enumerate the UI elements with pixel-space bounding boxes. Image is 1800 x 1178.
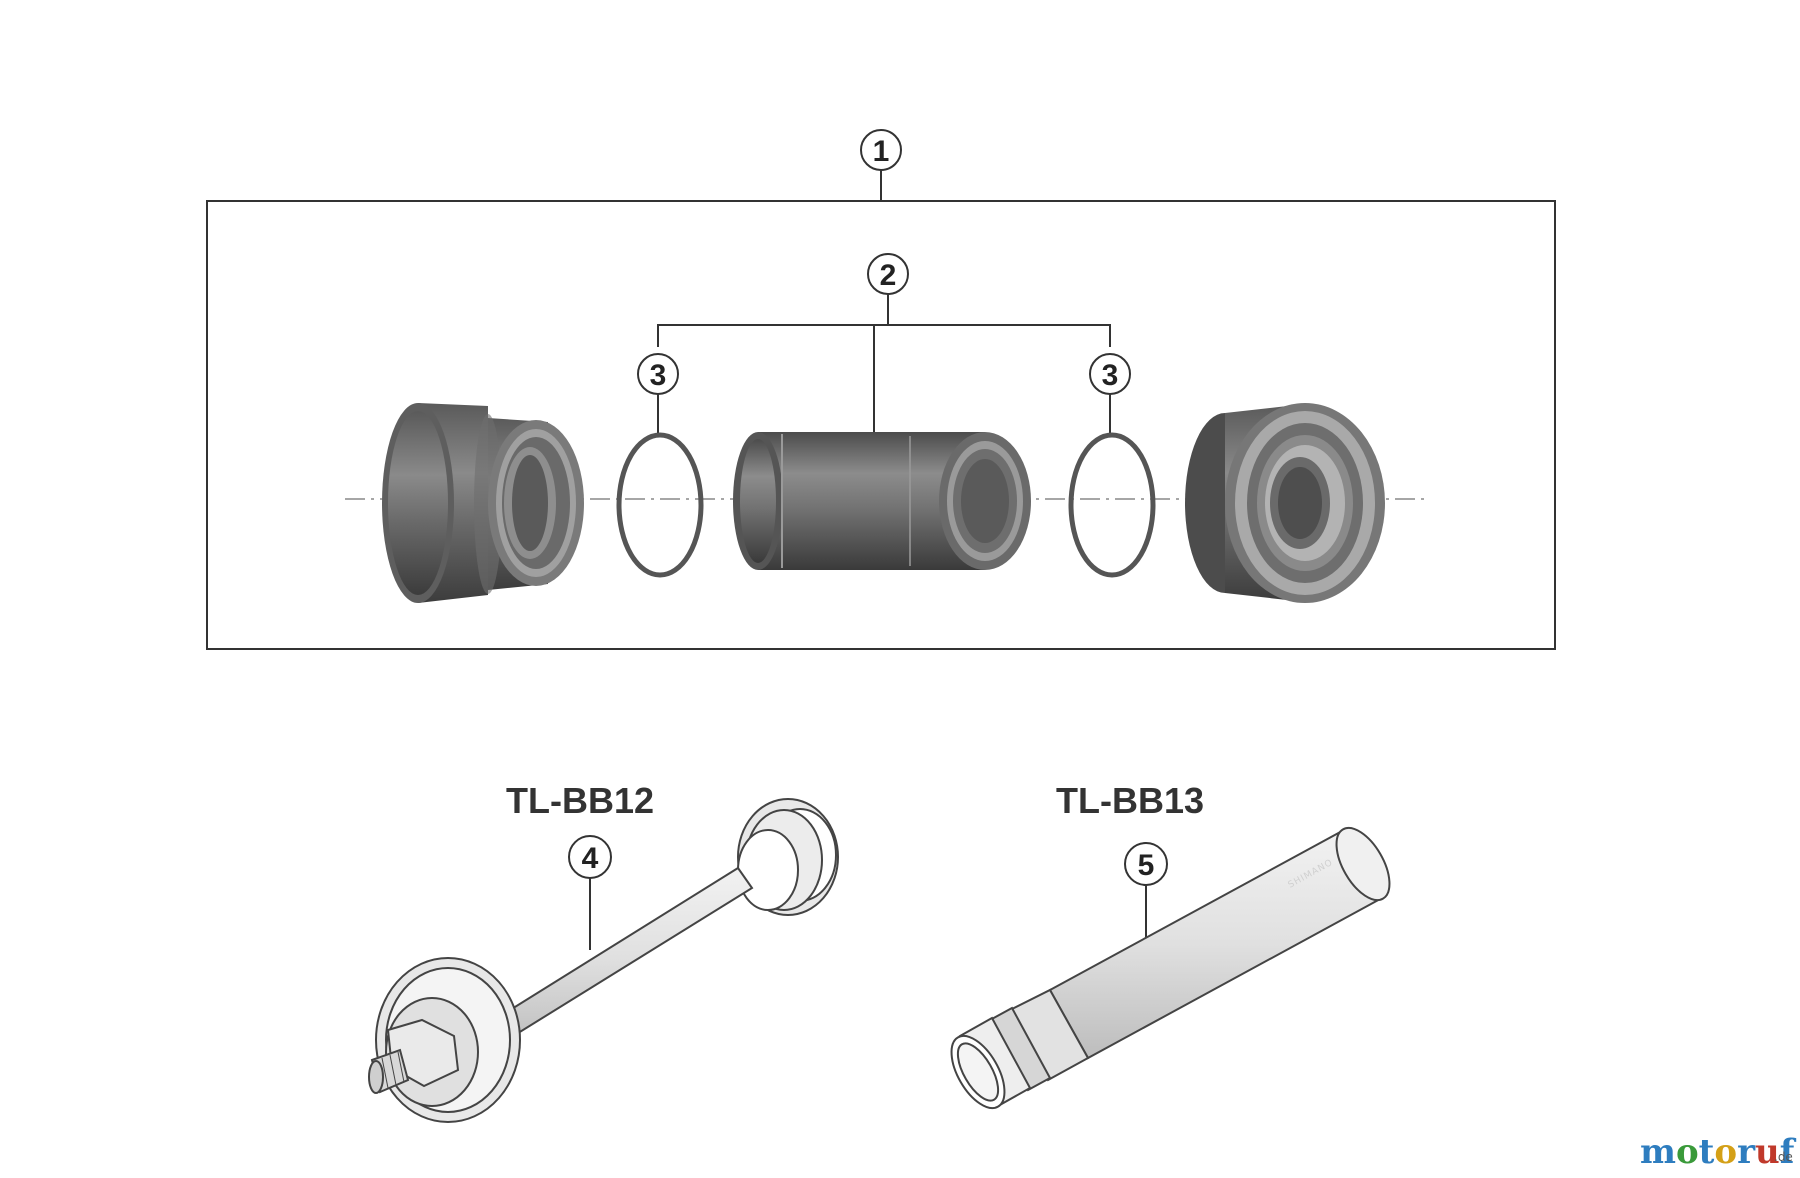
- callout-2-number: 2: [880, 259, 897, 292]
- watermark-logo: motoruf .de: [1640, 1132, 1797, 1172]
- right-bearing-cup: [1185, 403, 1385, 603]
- tool-bb13-label: TL-BB13: [1056, 780, 1204, 821]
- callout-5: 5: [1124, 842, 1168, 940]
- tool-bb12-press: [368, 798, 839, 1123]
- callout-3-right-number: 3: [1102, 359, 1119, 392]
- center-sleeve: [733, 432, 1031, 570]
- callout-4-number: 4: [582, 842, 599, 875]
- callout-3-left: 3: [637, 353, 679, 434]
- watermark-suffix: .de: [1774, 1150, 1793, 1164]
- callout-5-number: 5: [1138, 849, 1155, 882]
- left-o-ring: [616, 432, 704, 578]
- left-bearing-cup: [382, 403, 584, 603]
- right-o-ring: [1068, 432, 1156, 578]
- callout-4: 4: [568, 835, 612, 950]
- callout-3-right: 3: [1089, 353, 1131, 434]
- callout-2: 2: [657, 253, 1111, 432]
- callout-1: 1: [860, 129, 902, 200]
- kit-box: [206, 200, 1556, 650]
- tool-bb13-adapter: SHIMANO: [950, 826, 1391, 1110]
- watermark-text: motoruf: [1640, 1132, 1797, 1172]
- callout-3-left-number: 3: [650, 359, 667, 392]
- callout-1-number: 1: [873, 135, 890, 168]
- tool-bb12-label: TL-BB12: [506, 780, 654, 821]
